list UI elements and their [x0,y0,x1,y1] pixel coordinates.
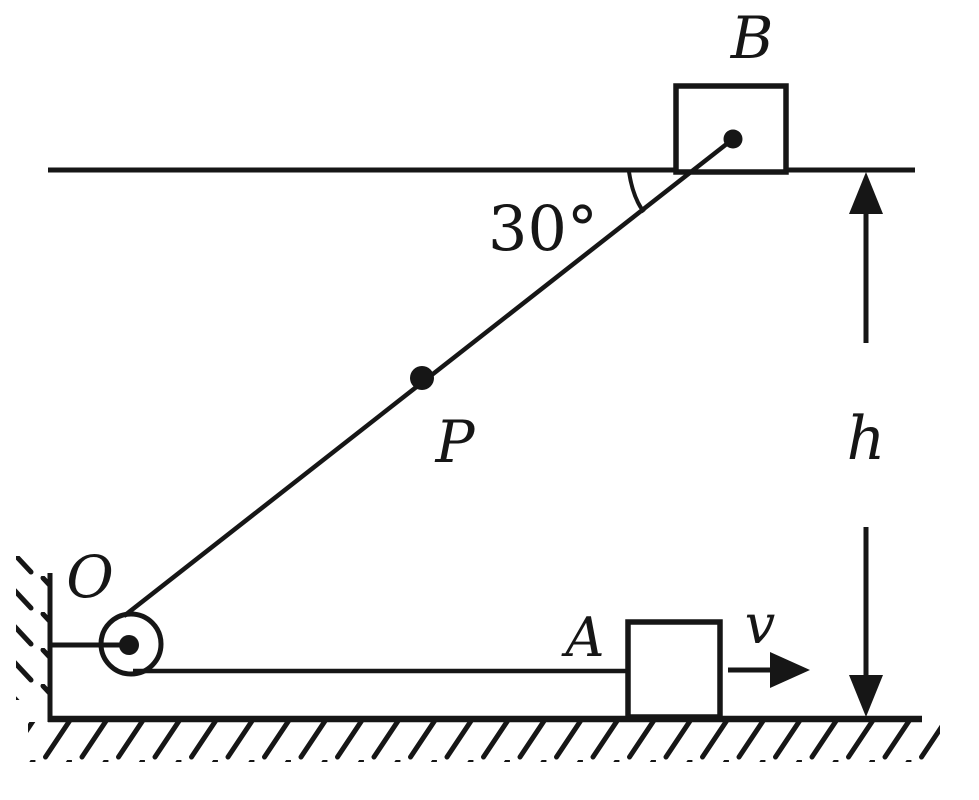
height-arrow-down-head [849,675,883,717]
rope-attachment-dot-b [723,129,743,149]
velocity-label: v [745,593,776,656]
block-b [673,83,789,175]
angle-label: 30° [488,192,598,265]
wall-hatching [16,556,50,700]
block-a-label: A [561,606,605,669]
rope-point-p-dot [410,366,434,390]
velocity-arrow-head [770,652,810,688]
height-label: h [847,404,886,474]
rope-point-p-label: P [434,408,475,476]
ground-hatching [28,722,940,762]
block-b-label: B [730,4,774,72]
block-a [625,619,723,720]
pulley-axle-dot [119,635,139,655]
pulley-label: O [66,543,114,611]
height-arrow-up-head [849,172,883,214]
angle-arc [627,171,646,214]
